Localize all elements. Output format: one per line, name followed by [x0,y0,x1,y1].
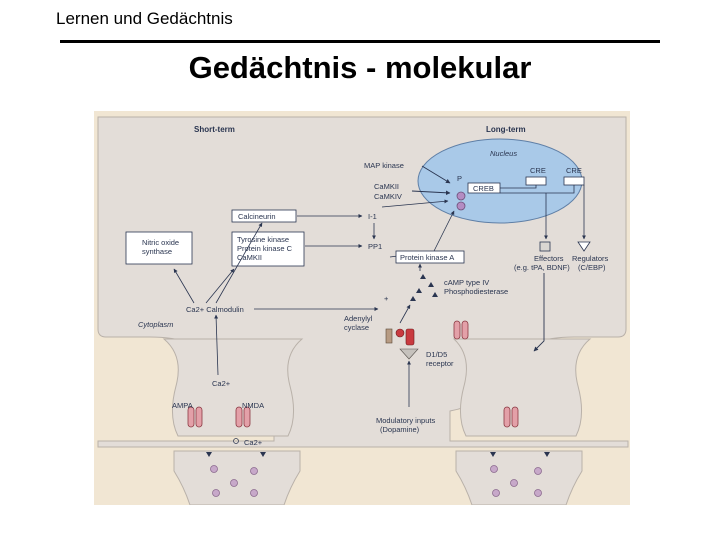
slide-title: Gedächtnis - molekular [188,50,532,85]
camp-molecules [410,274,438,301]
cre-box-1 [525,176,547,186]
plus-label: + [384,294,389,303]
adenylyl-line: Adenylyl [344,314,373,323]
neurotransmitter-release-marks [206,452,550,457]
cytoplasm-label: Cytoplasm [138,320,173,329]
calmodulin-to-calcineurin-arrow [215,222,263,304]
d1d5-line-2: receptor [426,359,454,368]
camk-arrow [411,190,451,196]
protein-kinase-a-box [395,250,465,264]
map-kinase-arrow [421,165,451,184]
short-term-label: Short-term [194,125,235,134]
right-spine [452,338,592,437]
presynaptic-terminal-right [455,450,583,505]
tyrosine-kinase-label: Tyrosine kinase Protein kinase C CaMKII [237,235,294,262]
d1d5-line-1: D1/D5 [426,350,447,359]
d1d5-receptor-icon [405,328,415,346]
calcium-ion-icon [233,438,239,444]
camkiv-line: CaMKIV [374,192,402,201]
camkii-line: CaMKII [374,182,399,191]
effectors-line-2: (e.g. tPA, BDNF) [514,263,570,272]
effectors-marker [539,241,551,252]
calcineurin-box [231,209,297,223]
modulatory-line-1: Modulatory inputs [376,416,435,425]
camp-line-2: Phosphodiesterase [444,287,508,296]
camkii-line-2: CaMKII [237,253,262,262]
modulatory-inputs-label: Modulatory inputs (Dopamine) [376,416,437,434]
left-spine [162,338,304,437]
ca-calmodulin-label: Ca2+ Calmodulin [186,305,244,314]
camkii-camkiv-label: CaMKII CaMKIV [374,182,402,201]
creb-label: CREB [473,184,494,193]
calcineurin-label: Calcineurin [238,212,276,221]
membrane-receptors [187,320,519,428]
regulators-label: Regulators (C/EBP) [572,254,610,272]
protein-kinase-a-label: Protein kinase A [400,253,454,262]
protein-kinase-c-line: Protein kinase C [237,244,293,253]
pp1-label: PP1 [368,242,382,251]
creb-subunit-1 [456,191,466,201]
nmda-label: NMDA [242,401,264,410]
adenylyl-cyclase-label: Adenylyl cyclase [344,314,374,332]
ca2-lower-label: Ca2+ [244,438,263,447]
cyclase-to-camp-arrow [399,304,411,324]
phospho-label: P [457,174,462,183]
effectors-label: Effectors (e.g. tPA, BDNF) [514,254,570,272]
cre-label-2: CRE [566,166,582,175]
header-divider [60,40,660,43]
cre-label-1: CRE [530,166,546,175]
cyclase-line: cyclase [344,323,369,332]
molecular-memory-diagram: Short-term Long-term Nucleus MAP kinase … [94,111,630,505]
tyrosine-kinase-line: Tyrosine kinase [237,235,289,244]
g-protein-icon [395,328,405,338]
cre-box-2 [563,176,585,186]
i1-label: I-1 [368,212,377,221]
nitric-oxide-label: Nitric oxide synthase [142,238,181,256]
camp-label: cAMP type IV Phosphodiesterase [444,278,508,296]
regulators-line-2: (C/EBP) [578,263,606,272]
ca2-upper-label: Ca2+ [212,379,231,388]
creb-to-cre2-line [500,185,575,194]
header-title: Lernen und Gedächtnis [56,9,233,28]
calmodulin-to-tyrosine-arrow [205,268,235,304]
pka-to-creb-arrow [433,210,455,252]
calmodulin-to-nos-arrow [173,268,195,304]
regulators-marker [577,241,591,252]
camp-line-1: cAMP type IV [444,278,489,287]
tyrosine-kinase-box [231,231,305,267]
dopamine-input-funnel [399,348,419,360]
nitric-oxide-box [125,231,193,265]
adenylyl-cyclase-icon [385,328,393,344]
long-term-label: Long-term [486,125,526,134]
creb-subunit-2 [456,201,466,211]
creb-to-cre-line [500,185,537,189]
i1-to-creb-arrow [381,199,449,208]
synaptic-vesicles [210,465,542,497]
calcium-influx-arrow [214,314,219,376]
nucleus-label: Nucleus [490,149,517,158]
effectors-to-synapse-arrow [533,273,545,352]
map-kinase-label: MAP kinase [364,161,404,170]
ampa-label: AMPA [172,401,193,410]
nitric-oxide-line-1: Nitric oxide [142,238,179,247]
regulators-line-1: Regulators [572,254,609,263]
presynaptic-terminal-left [173,450,301,505]
d1d5-label: D1/D5 receptor [426,350,454,368]
modulatory-line-2: (Dopamine) [380,425,420,434]
nitric-oxide-line-2: synthase [142,247,172,256]
effectors-line-1: Effectors [534,254,564,263]
